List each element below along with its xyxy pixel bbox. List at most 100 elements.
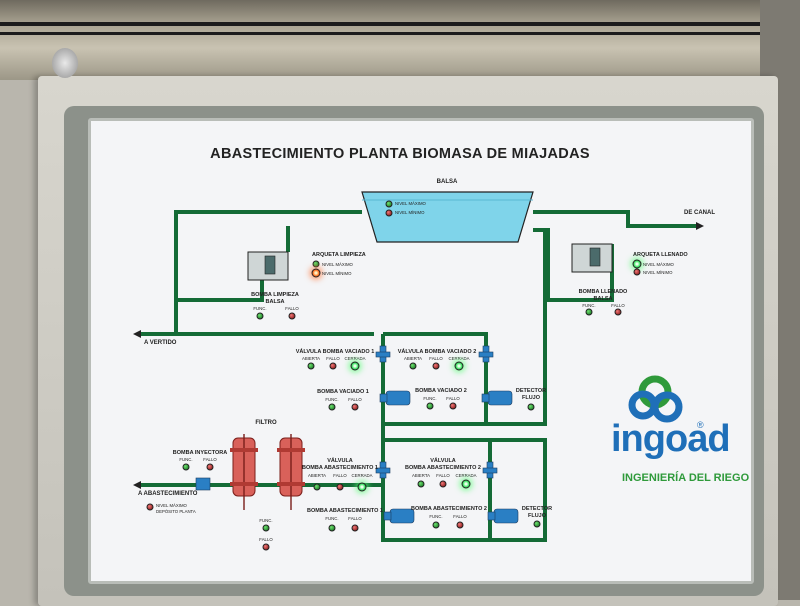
- valvula-abast-1-cerrada-label: CERRADA: [351, 473, 373, 478]
- detector-flujo-1-label: DETECTOR: [515, 388, 547, 394]
- detector-flujo-2-lamp: [533, 520, 541, 528]
- pipe-vaciado-loop: [381, 230, 547, 426]
- bomba-limpieza-func-lamp: [256, 312, 264, 320]
- bomba-llenado-fallo-label: FALLO: [611, 303, 625, 308]
- arqueta-llenado-max-lamp: [632, 259, 642, 269]
- de-canal-label: DE CANAL: [684, 210, 715, 216]
- bomba-vaciado-1-label: BOMBA VACIADO 1: [317, 389, 369, 395]
- pipe-abast-loop: [381, 424, 492, 542]
- bomba-vaciado-2-func-label: FUNC.: [423, 396, 437, 401]
- valvula-abast-1-abierta-lamp: [313, 483, 321, 491]
- ingoad-tagline: INGENIERÍA DEL RIEGO: [622, 472, 750, 484]
- balsa-tank: [361, 191, 534, 243]
- filtro-fallo-lamp: [262, 543, 270, 551]
- pump-abast-2: [487, 508, 519, 524]
- arqueta-llenado-label: ARQUETA LLENADO: [633, 252, 688, 258]
- valvula-vaciado-1-cerrada-label: CERRADA: [344, 356, 366, 361]
- bomba-limpieza-fallo-label: FALLO: [285, 306, 299, 311]
- bomba-limpieza-label-2: BALSA: [265, 299, 285, 305]
- cable: [0, 22, 800, 26]
- bomba-llenado-func-lamp: [585, 308, 593, 316]
- valvula-abast-2-abierta-label: ABIERTA: [412, 473, 430, 478]
- valvula-abast-1-label: VÁLVULA: [327, 458, 353, 464]
- bomba-inyectora-fallo-label: FALLO: [203, 457, 217, 462]
- detector-flujo-1-label-2: FLUJO: [521, 395, 541, 401]
- bomba-llenado-func-label: FUNC.: [582, 303, 596, 308]
- valvula-vaciado-2-cerrada-label: CERRADA: [448, 356, 470, 361]
- a-vertido-label: A VERTIDO: [144, 340, 177, 346]
- valvula-vaciado-1-fallo-label: FALLO: [326, 356, 340, 361]
- bomba-vaciado-1-fallo-lamp: [351, 403, 359, 411]
- valvula-abast-2-fallo-label: FALLO: [436, 473, 450, 478]
- filter-1: [230, 434, 258, 510]
- filtro-fallo-label: FALLO: [259, 537, 273, 542]
- detector-flujo-2-label-2: FLUJO: [527, 513, 547, 519]
- wall-background: [0, 0, 800, 80]
- bomba-vaciado-1-fallo-label: FALLO: [348, 397, 362, 402]
- filtro-func-label: FUNC.: [259, 518, 273, 523]
- filtro-func-lamp: [262, 524, 270, 532]
- deposito-nivel-maximo-label: NIVEL MÁXIMO: [156, 503, 187, 508]
- filter-2: [277, 434, 305, 510]
- valvula-abast-1-fallo-lamp: [336, 483, 344, 491]
- valvula-abast-2-label-2: BOMBA ABASTECIMIENTO 2: [405, 465, 481, 471]
- valvula-vaciado-2-cerrada-lamp: [454, 361, 464, 371]
- valvula-abast-1-cerrada-lamp: [357, 482, 367, 492]
- valvula-vaciado-2-abierta-lamp: [409, 362, 417, 370]
- bomba-inyectora-func-label: FUNC.: [179, 457, 193, 462]
- bomba-inyectora-fallo-lamp: [206, 463, 214, 471]
- valvula-abast-1-label-2: BOMBA ABASTECIMIENTO 1: [302, 465, 378, 471]
- pipe-limpieza-to-vertido: [176, 280, 264, 302]
- bomba-vaciado-2-func-lamp: [426, 402, 434, 410]
- valve-vaciado-2: [478, 345, 494, 363]
- deposito-nivel-maximo-lamp: [146, 503, 154, 511]
- detector-flujo-2-label: DETECTOR: [521, 506, 553, 512]
- bomba-abast-2-func-label: FUNC.: [429, 514, 443, 519]
- valvula-abast-2-cerrada-lamp: [461, 479, 471, 489]
- bomba-vaciado-2-fallo-label: FALLO: [446, 396, 460, 401]
- bomba-abast-2-fallo-label: FALLO: [453, 514, 467, 519]
- bomba-vaciado-2-fallo-lamp: [449, 402, 457, 410]
- valvula-vaciado-1-abierta-lamp: [307, 362, 315, 370]
- arqueta-limpieza-min-label: NIVEL MÍNIMO: [322, 271, 352, 276]
- balsa-nivel-minimo-label: NIVEL MÍNIMO: [395, 210, 425, 215]
- panel-title: ABASTECIMIENTO PLANTA BIOMASA DE MIAJADA…: [210, 146, 590, 162]
- bomba-llenado-label: BOMBA LLENADO: [578, 289, 628, 295]
- valve-abast-2: [482, 461, 498, 479]
- pipe-abast-right: [490, 438, 547, 542]
- arqueta-limpieza-max-label: NIVEL MÁXIMO: [322, 262, 353, 267]
- bomba-limpieza-label: BOMBA LIMPIEZA: [251, 292, 299, 298]
- arqueta-llenado-min-label: NIVEL MÍNIMO: [643, 270, 673, 275]
- arqueta-limpieza-label: ARQUETA LIMPIEZA: [312, 252, 366, 258]
- arqueta-limpieza-min-lamp: [311, 268, 321, 278]
- arrow-vertido: [133, 330, 141, 338]
- bomba-abast-2-fallo-lamp: [456, 521, 464, 529]
- a-abastecimiento-label: A ABASTECIMIENTO: [138, 491, 198, 497]
- bomba-abast-1-fallo-lamp: [351, 524, 359, 532]
- bomba-vaciado-1-func-label: FUNC.: [325, 397, 339, 402]
- valvula-vaciado-1-label: VÁLVULA BOMBA VACIADO 1: [295, 349, 375, 355]
- pump-vaciado-2: [481, 390, 513, 406]
- balsa-label: BALSA: [436, 179, 458, 185]
- pipe-balsa-to-arqueta-limpieza: [174, 210, 362, 334]
- cabinet-hinge: [52, 48, 78, 78]
- bomba-abast-2-func-lamp: [432, 521, 440, 529]
- arqueta-llenado-max-label: NIVEL MÁXIMO: [643, 262, 674, 267]
- valvula-abast-2-label: VÁLVULA: [430, 458, 456, 464]
- bomba-limpieza-func-label: FUNC.: [253, 306, 267, 311]
- balsa-nivel-maximo-label: NIVEL MÁXIMO: [395, 201, 426, 206]
- valvula-abast-2-fallo-lamp: [439, 480, 447, 488]
- bomba-abast-1-label: BOMBA ABASTECIMIENTO 1: [307, 508, 383, 514]
- valvula-abast-2-abierta-lamp: [417, 480, 425, 488]
- balsa-nivel-maximo-lamp: [385, 200, 393, 208]
- arrow-de-canal: [696, 222, 704, 230]
- bomba-abast-1-fallo-label: FALLO: [348, 516, 362, 521]
- valvula-vaciado-2-abierta-label: ABIERTA: [404, 356, 422, 361]
- deposito-planta-label: DEPÓSITO PLANTA: [156, 509, 196, 514]
- arqueta-llenado-min-lamp: [633, 268, 641, 276]
- bomba-inyectora-func-lamp: [182, 463, 190, 471]
- ingoad-logo-mark: [628, 375, 683, 423]
- bomba-vaciado-2-label: BOMBA VACIADO 2: [415, 388, 467, 394]
- bomba-abast-1-func-label: FUNC.: [325, 516, 339, 521]
